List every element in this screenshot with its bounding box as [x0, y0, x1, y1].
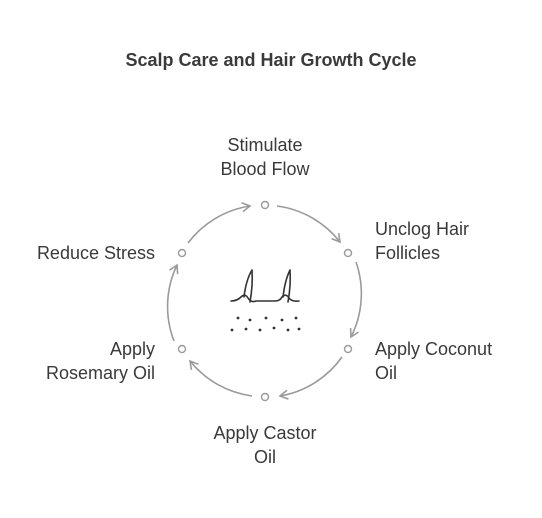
- cycle-arc-5: [166, 263, 179, 342]
- step-label-apply-rosemary-oil: Apply Rosemary Oil: [10, 337, 155, 385]
- step-label-apply-coconut-oil: Apply Coconut Oil: [375, 337, 535, 385]
- step-label-apply-castor-oil: Apply Castor Oil: [190, 421, 340, 469]
- step-label-line2: Rosemary Oil: [45, 363, 155, 383]
- scalp-hair-follicle-icon: [230, 269, 301, 332]
- step-label-line1: Apply: [109, 339, 155, 359]
- cycle-arc-6: [187, 202, 252, 244]
- node-dot-6: [177, 248, 187, 258]
- step-label-reduce-stress: Reduce Stress: [10, 241, 155, 265]
- step-label-line1: Reduce Stress: [36, 243, 155, 263]
- diagram-title: Scalp Care and Hair Growth Cycle: [125, 50, 417, 70]
- cycle-arc-2: [349, 261, 363, 339]
- node-dot-3: [343, 344, 353, 354]
- node-dot-5: [177, 344, 187, 354]
- step-label-line2: Oil: [375, 363, 397, 383]
- node-dot-2: [343, 248, 353, 258]
- cycle-arc-1: [276, 205, 341, 244]
- step-label-line1: Unclog Hair: [375, 219, 470, 239]
- step-label-line2: Blood Flow: [220, 159, 310, 179]
- step-label-line1: Apply Coconut: [375, 339, 493, 359]
- step-label-line1: Apply Castor: [213, 423, 317, 443]
- node-dot-1: [260, 200, 270, 210]
- cycle-arc-3: [278, 356, 343, 400]
- step-label-line1: Stimulate: [227, 135, 303, 155]
- node-dot-4: [260, 392, 270, 402]
- step-label-stimulate-blood-flow: Stimulate Blood Flow: [200, 133, 330, 181]
- step-label-line2: Follicles: [375, 243, 441, 263]
- cycle-arc-4: [189, 359, 253, 397]
- step-label-unclog-hair-follicles: Unclog Hair Follicles: [375, 217, 525, 265]
- step-label-line2: Oil: [254, 447, 276, 467]
